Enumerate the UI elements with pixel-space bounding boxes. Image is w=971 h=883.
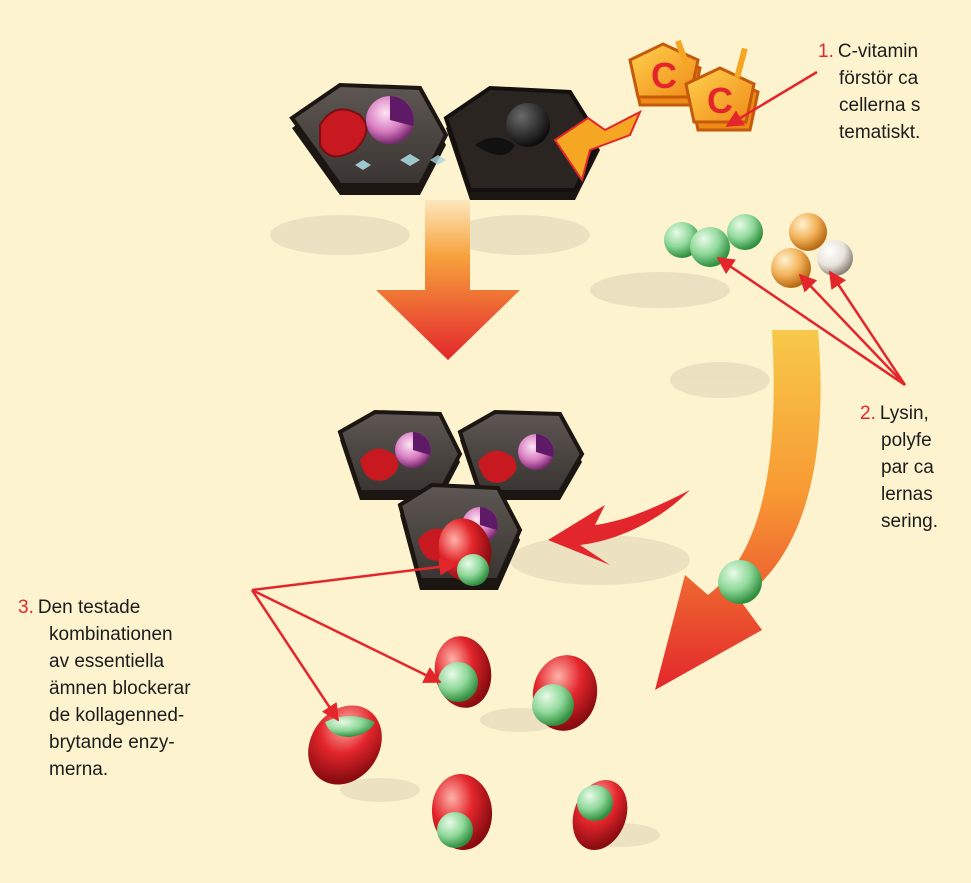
enzyme-icon-center: [429, 632, 497, 713]
step-3-number: 3.: [18, 597, 34, 618]
svg-text:C: C: [707, 80, 733, 121]
step-3-line-2: kombinationen: [18, 621, 191, 648]
step-3-line-6: brytande enzy-: [18, 729, 191, 756]
step-2-number: 2.: [860, 403, 876, 424]
nutrient-orange-cluster: [771, 213, 853, 288]
step-1-number: 1.: [818, 41, 834, 62]
step-2-line-1: Lysin,: [880, 403, 929, 424]
step-1-line-4: tematiskt.: [818, 119, 920, 146]
enzyme-icon-bottom-center: [429, 772, 495, 853]
step-3-line-7: merna.: [18, 756, 191, 783]
cell-healthy-top: [292, 85, 446, 195]
step-2-label: 2.Lysin, polyfe par ca lernas sering.: [860, 400, 938, 535]
step-1-label: 1.C-vitamin förstör ca cellerna s temati…: [818, 38, 920, 146]
step-2-line-2: polyfe: [860, 427, 938, 454]
svg-text:C: C: [651, 55, 677, 96]
step-1-line-3: cellerna s: [818, 92, 920, 119]
step-2-line-3: par ca: [860, 454, 938, 481]
step-3-line-3: av essentiella: [18, 648, 191, 675]
step-3-line-5: de kollagenned-: [18, 702, 191, 729]
step-3-line-4: ämnen blockerar: [18, 675, 191, 702]
step-2-line-4: lernas: [860, 481, 938, 508]
vitamin-c-molecule-icon: C C: [630, 40, 758, 130]
step-2-line-5: sering.: [860, 508, 938, 535]
step-3-line-1: Den testade: [38, 597, 140, 618]
nutrient-green-cluster: [664, 214, 763, 267]
step-3-label: 3.Den testade kombinationen av essentiel…: [18, 594, 191, 783]
step-1-line-1: C-vitamin: [838, 41, 918, 62]
step-1-line-2: förstör ca: [818, 65, 920, 92]
